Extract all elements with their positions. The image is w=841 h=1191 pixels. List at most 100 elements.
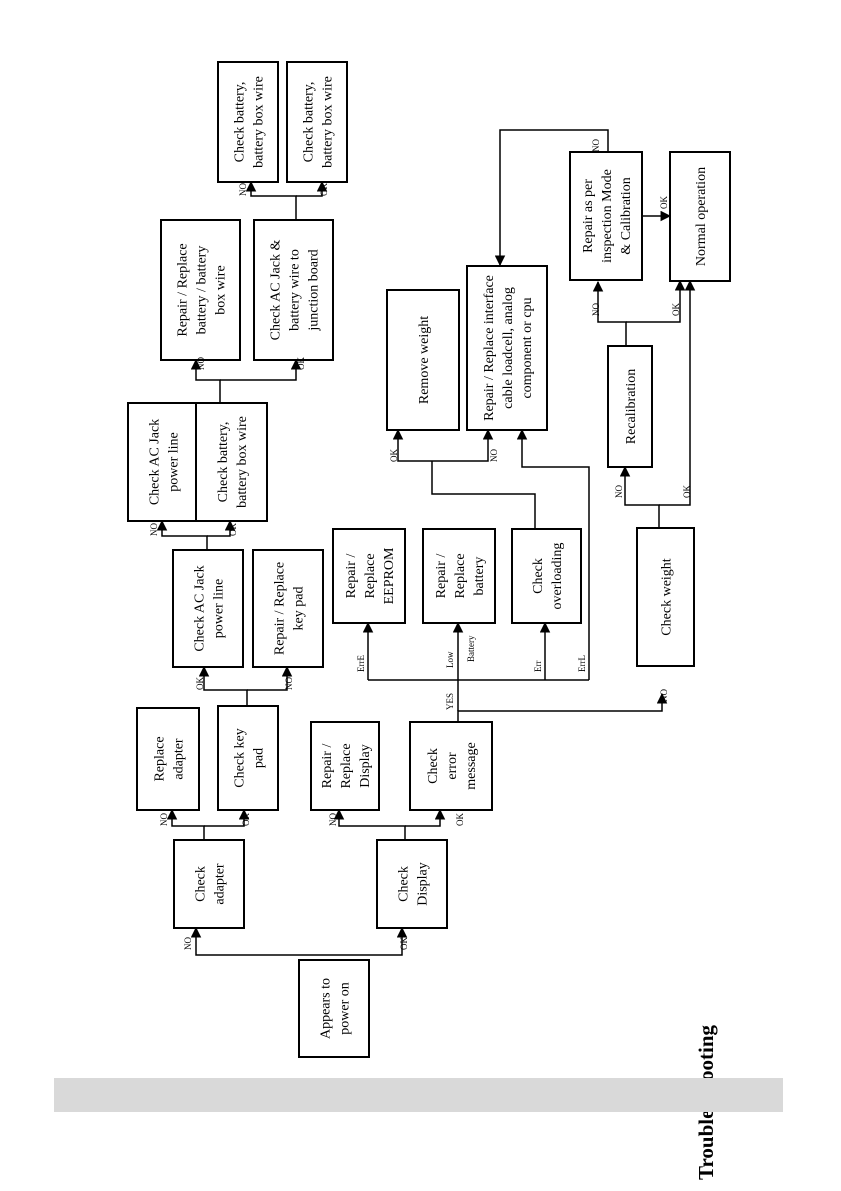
- node-box: [173, 839, 245, 929]
- edge-errl-to-interface: [516, 428, 590, 680]
- node-box: [569, 151, 643, 281]
- node-label-line: cable loadcell, analog: [501, 287, 516, 409]
- label-ok: OK: [389, 449, 399, 462]
- edge-display-to-error: [405, 808, 446, 827]
- node-box: [217, 61, 279, 183]
- label-ok: OK: [319, 183, 329, 196]
- label-ok: OK: [671, 303, 681, 316]
- node-label-line: Repair / Replace interface: [482, 275, 497, 421]
- label-yes: YES: [445, 693, 455, 710]
- node-box: [286, 61, 348, 183]
- node-label-line: Check weight: [660, 558, 675, 635]
- edge-overload-up: [431, 461, 536, 529]
- connectors: [156, 129, 696, 956]
- node-check-ac-jack-power-line: Check AC Jack power line: [172, 549, 244, 668]
- node-box: [127, 402, 199, 522]
- node-label: Check battery,battery box wire: [302, 76, 336, 168]
- node-label-line: power on: [338, 982, 353, 1035]
- node-label-line: overloading: [550, 543, 565, 610]
- node-box: [252, 549, 324, 668]
- node-box: [160, 219, 241, 361]
- node-label-line: Check: [397, 866, 412, 902]
- node-label-line: inspection Mode: [600, 169, 615, 263]
- label-no: NO: [238, 183, 248, 196]
- node-label-line: battery wire to: [288, 249, 303, 331]
- node-label-line: Repair /: [344, 554, 359, 599]
- node-label-line: power line: [167, 432, 182, 491]
- edge-power-to-adapter: [190, 926, 299, 956]
- node-label-line: battery box wire: [321, 76, 336, 168]
- node-label: Repair / Replace interface cable loadcell…: [482, 275, 535, 421]
- node-label-line: Repair / Replace: [273, 562, 288, 655]
- label-no: NO: [489, 449, 499, 462]
- label-err: Err: [533, 661, 543, 673]
- node-label-line: Check: [531, 558, 546, 594]
- node-label-line: Display: [358, 744, 373, 788]
- node-label: Check battery,battery box wire: [233, 76, 267, 168]
- node-check-battery-box-wire-3: Check battery,battery box wire: [286, 61, 348, 183]
- node-repair-replace-interface: Repair / Replace interface cable loadcell…: [466, 265, 548, 431]
- node-label-line: adapter: [213, 863, 228, 905]
- node-label-line: Replace: [339, 743, 354, 788]
- node-box: [466, 265, 548, 431]
- node-check-weight: Check weight: [636, 527, 695, 667]
- node-box: [136, 707, 200, 811]
- edge-recal-to-normal: [626, 279, 686, 323]
- node-label-line: component or cpu: [520, 297, 535, 398]
- node-appears-power-on: Appears to power on: [298, 959, 370, 1058]
- node-label-line: Appears to: [319, 978, 334, 1039]
- edge-keypad-to-repair: [247, 665, 293, 691]
- node-recalibration: Recalibration: [607, 345, 653, 468]
- node-box: [310, 721, 380, 811]
- edge-adapter-to-keypad: [204, 808, 250, 827]
- label-erre: ErrE: [356, 655, 366, 672]
- node-box: [298, 959, 370, 1058]
- node-label: Normal operation: [694, 167, 709, 266]
- node-label-line: power line: [212, 579, 227, 638]
- node-normal-operation: Normal operation: [669, 151, 731, 282]
- footer-bar: [54, 1078, 783, 1112]
- node-label-line: EEPROM: [382, 547, 397, 604]
- node-box: [386, 289, 460, 431]
- edge-overload-to-remove: [392, 428, 432, 462]
- node-label-line: Replace: [453, 553, 468, 598]
- label-no: NO: [328, 813, 338, 826]
- node-label: Check AC Jack power line: [193, 565, 227, 651]
- node-label: Check battery,battery box wire: [216, 416, 250, 508]
- node-label-line: Repair / Replace: [176, 243, 191, 336]
- node-check-overloading: Check overloading: [511, 528, 582, 624]
- node-box: [511, 528, 582, 624]
- label-no: NO: [159, 813, 169, 826]
- label-low: Low: [445, 651, 455, 668]
- edge-keypad-split: [198, 665, 248, 706]
- label-battery: Battery: [466, 635, 476, 662]
- edge-labels: NO OK NO OK NO OK OK NO NO OK NO OK NO O…: [149, 139, 692, 950]
- node-box: [376, 839, 448, 929]
- edge-battery-to-junction: [220, 358, 302, 381]
- edge-acjack-to-battery: [207, 519, 236, 537]
- node-box: [253, 219, 334, 361]
- label-ok: OK: [228, 523, 238, 536]
- node-label-line: Check AC Jack &: [269, 240, 284, 341]
- node-label-line: Check AC Jack: [193, 565, 208, 651]
- node-box: [172, 549, 244, 668]
- node-label: Check weight: [660, 558, 675, 635]
